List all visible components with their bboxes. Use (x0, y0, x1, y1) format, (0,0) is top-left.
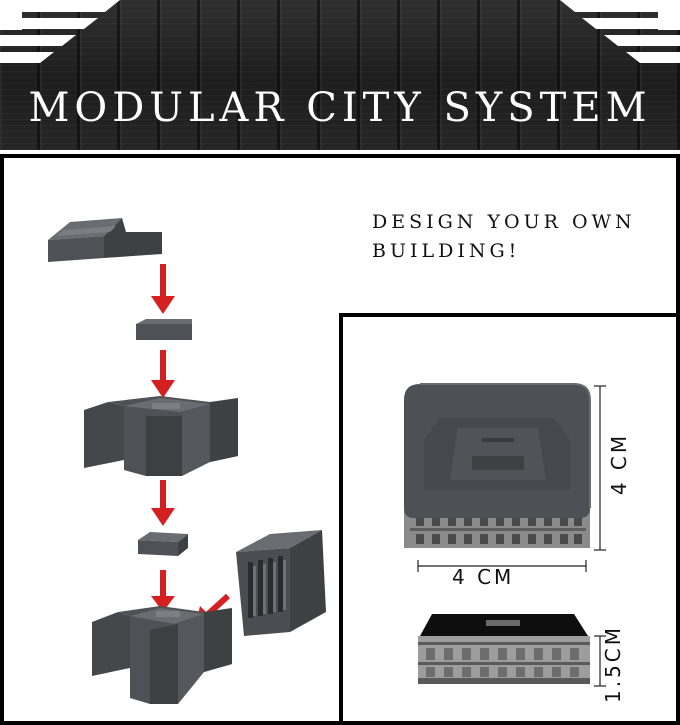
base-module-1 (84, 396, 238, 476)
depth-dimension-line (594, 635, 606, 687)
facade-wall-module (236, 530, 326, 636)
down-arrow-2 (151, 350, 175, 398)
down-arrow-1 (151, 264, 175, 314)
width-label: 4 CM (452, 565, 515, 589)
connector-block-1 (136, 319, 192, 340)
down-arrow-3 (151, 480, 175, 526)
header-banner: MODULAR CITY SYSTEM (0, 0, 680, 150)
depth-label: 1.5CM (601, 624, 626, 704)
exploded-assembly-illustration (48, 218, 326, 704)
tagline-line-1: DESIGN YOUR OWN (372, 211, 636, 233)
height-dimension-line (594, 385, 606, 551)
page-title: MODULAR CITY SYSTEM (28, 85, 652, 131)
tagline-line-2: BUILDING! (372, 240, 521, 262)
stripes-decoration-left (0, 0, 120, 63)
module-top-view (404, 383, 591, 548)
width-dimension-line (417, 560, 587, 572)
stripes-decoration-right (560, 0, 680, 63)
connector-block-2 (138, 532, 188, 556)
down-arrow-4 (151, 570, 175, 612)
module-side-view (418, 614, 590, 684)
base-module-2 (92, 606, 232, 704)
roof-module (48, 218, 162, 262)
tagline: DESIGN YOUR OWN BUILDING! (372, 208, 672, 266)
height-label: 4 CM (607, 432, 632, 496)
